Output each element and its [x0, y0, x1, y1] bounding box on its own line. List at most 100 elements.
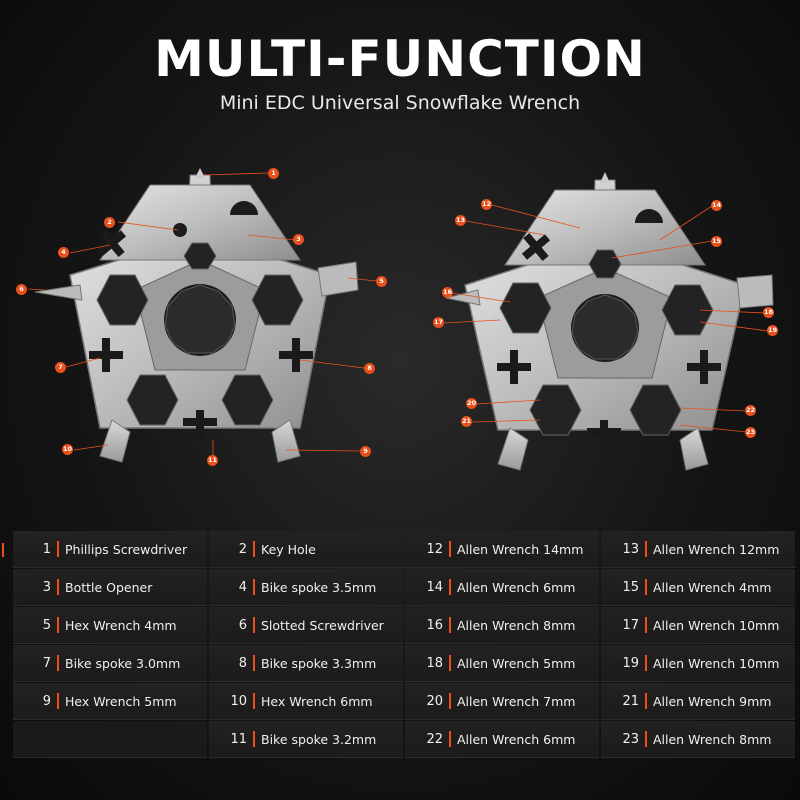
accent-bar	[57, 693, 59, 709]
feature-number: 10	[230, 693, 247, 709]
table-row: 20 Allen Wrench 7mm 21 Allen Wrench 9mm	[404, 682, 796, 720]
feature-label: Bike spoke 3.0mm	[65, 655, 181, 671]
callout-10: 10	[62, 444, 73, 455]
callout-7: 7	[55, 362, 66, 373]
feature-label: Hex Wrench 5mm	[65, 693, 177, 709]
feature-cell: 8 Bike spoke 3.3mm	[209, 645, 403, 682]
accent-bar	[449, 541, 451, 557]
feature-number: 23	[622, 731, 639, 747]
feature-cell: 14 Allen Wrench 6mm	[405, 569, 599, 606]
callout-12: 12	[481, 199, 492, 210]
accent-bar	[57, 541, 59, 557]
table-row: 14 Allen Wrench 6mm 15 Allen Wrench 4mm	[404, 568, 796, 606]
callout-16: 16	[442, 287, 453, 298]
feature-number: 6	[238, 617, 247, 633]
feature-label: Bottle Opener	[65, 579, 153, 595]
feature-number: 8	[238, 655, 247, 671]
feature-label: Allen Wrench 6mm	[457, 731, 576, 747]
accent-bar	[449, 731, 451, 747]
callout-9: 9	[360, 446, 371, 457]
page-subtitle: Mini EDC Universal Snowflake Wrench	[219, 92, 581, 114]
feature-number: 12	[426, 541, 443, 557]
accent-bar	[57, 655, 59, 671]
feature-cell: 1 Phillips Screwdriver	[13, 531, 207, 568]
feature-cell: 9 Hex Wrench 5mm	[13, 683, 207, 720]
feature-cell: 7 Bike spoke 3.0mm	[13, 645, 207, 682]
table-row: 7 Bike spoke 3.0mm 8 Bike spoke 3.3mm	[12, 644, 404, 682]
feature-label: Phillips Screwdriver	[65, 541, 188, 557]
callout-4: 4	[58, 247, 69, 258]
feature-number: 19	[622, 655, 639, 671]
feature-cell: 23 Allen Wrench 8mm	[601, 721, 795, 758]
callout-15: 15	[711, 236, 722, 247]
feature-number: 21	[622, 693, 639, 709]
feature-label: Allen Wrench 5mm	[457, 655, 576, 671]
callout-2: 2	[104, 217, 115, 228]
feature-label: Key Hole	[261, 541, 316, 557]
feature-number: 16	[426, 617, 443, 633]
callout-20: 20	[466, 398, 477, 409]
feature-number: 20	[426, 693, 443, 709]
snowflake-wrench-front	[27, 168, 377, 463]
feature-number: 5	[42, 617, 51, 633]
accent-bar	[253, 541, 255, 557]
feature-cell: 19 Allen Wrench 10mm	[601, 645, 795, 682]
feature-label: Bike spoke 3.2mm	[261, 731, 377, 747]
callout-23: 23	[745, 427, 756, 438]
accent-bar	[449, 693, 451, 709]
accent-bar	[449, 617, 451, 633]
feature-number: 22	[426, 731, 443, 747]
feature-number: 17	[622, 617, 639, 633]
page-title: MULTI-FUNCTION	[154, 30, 646, 88]
feature-cell: 3 Bottle Opener	[13, 569, 207, 606]
table-row: 18 Allen Wrench 5mm 19 Allen Wrench 10mm	[404, 644, 796, 682]
callout-5: 5	[376, 276, 387, 287]
callout-3: 3	[293, 234, 304, 245]
accent-bar	[449, 579, 451, 595]
accent-bar	[645, 579, 647, 595]
feature-label: Bike spoke 3.3mm	[261, 655, 377, 671]
accent-bar	[645, 617, 647, 633]
feature-cell: 21 Allen Wrench 9mm	[601, 683, 795, 720]
feature-label: Allen Wrench 4mm	[653, 579, 772, 595]
table-row: 22 Allen Wrench 6mm 23 Allen Wrench 8mm	[404, 720, 796, 758]
feature-number: 15	[622, 579, 639, 595]
accent-bar	[57, 579, 59, 595]
feature-cell: 22 Allen Wrench 6mm	[405, 721, 599, 758]
accent-bar	[449, 655, 451, 671]
feature-number: 18	[426, 655, 443, 671]
wrench-illustrations	[27, 168, 774, 471]
feature-label: Allen Wrench 7mm	[457, 693, 576, 709]
accent-bar	[645, 541, 647, 557]
feature-label: Allen Wrench 10mm	[653, 655, 780, 671]
accent-bar	[645, 655, 647, 671]
accent-bar	[253, 693, 255, 709]
feature-number: 7	[42, 655, 51, 671]
feature-label: Allen Wrench 6mm	[457, 579, 576, 595]
accent-bar	[253, 655, 255, 671]
feature-number: 3	[42, 579, 51, 595]
feature-number: 13	[622, 541, 639, 557]
callout-11: 11	[207, 455, 218, 466]
feature-number: 14	[426, 579, 443, 595]
callout-18: 18	[763, 307, 774, 318]
feature-number: 9	[42, 693, 51, 709]
feature-number: 1	[42, 541, 51, 557]
feature-label: Allen Wrench 9mm	[653, 693, 772, 709]
feature-label: Allen Wrench 8mm	[457, 617, 576, 633]
feature-cell: 20 Allen Wrench 7mm	[405, 683, 599, 720]
feature-label: Allen Wrench 8mm	[653, 731, 772, 747]
